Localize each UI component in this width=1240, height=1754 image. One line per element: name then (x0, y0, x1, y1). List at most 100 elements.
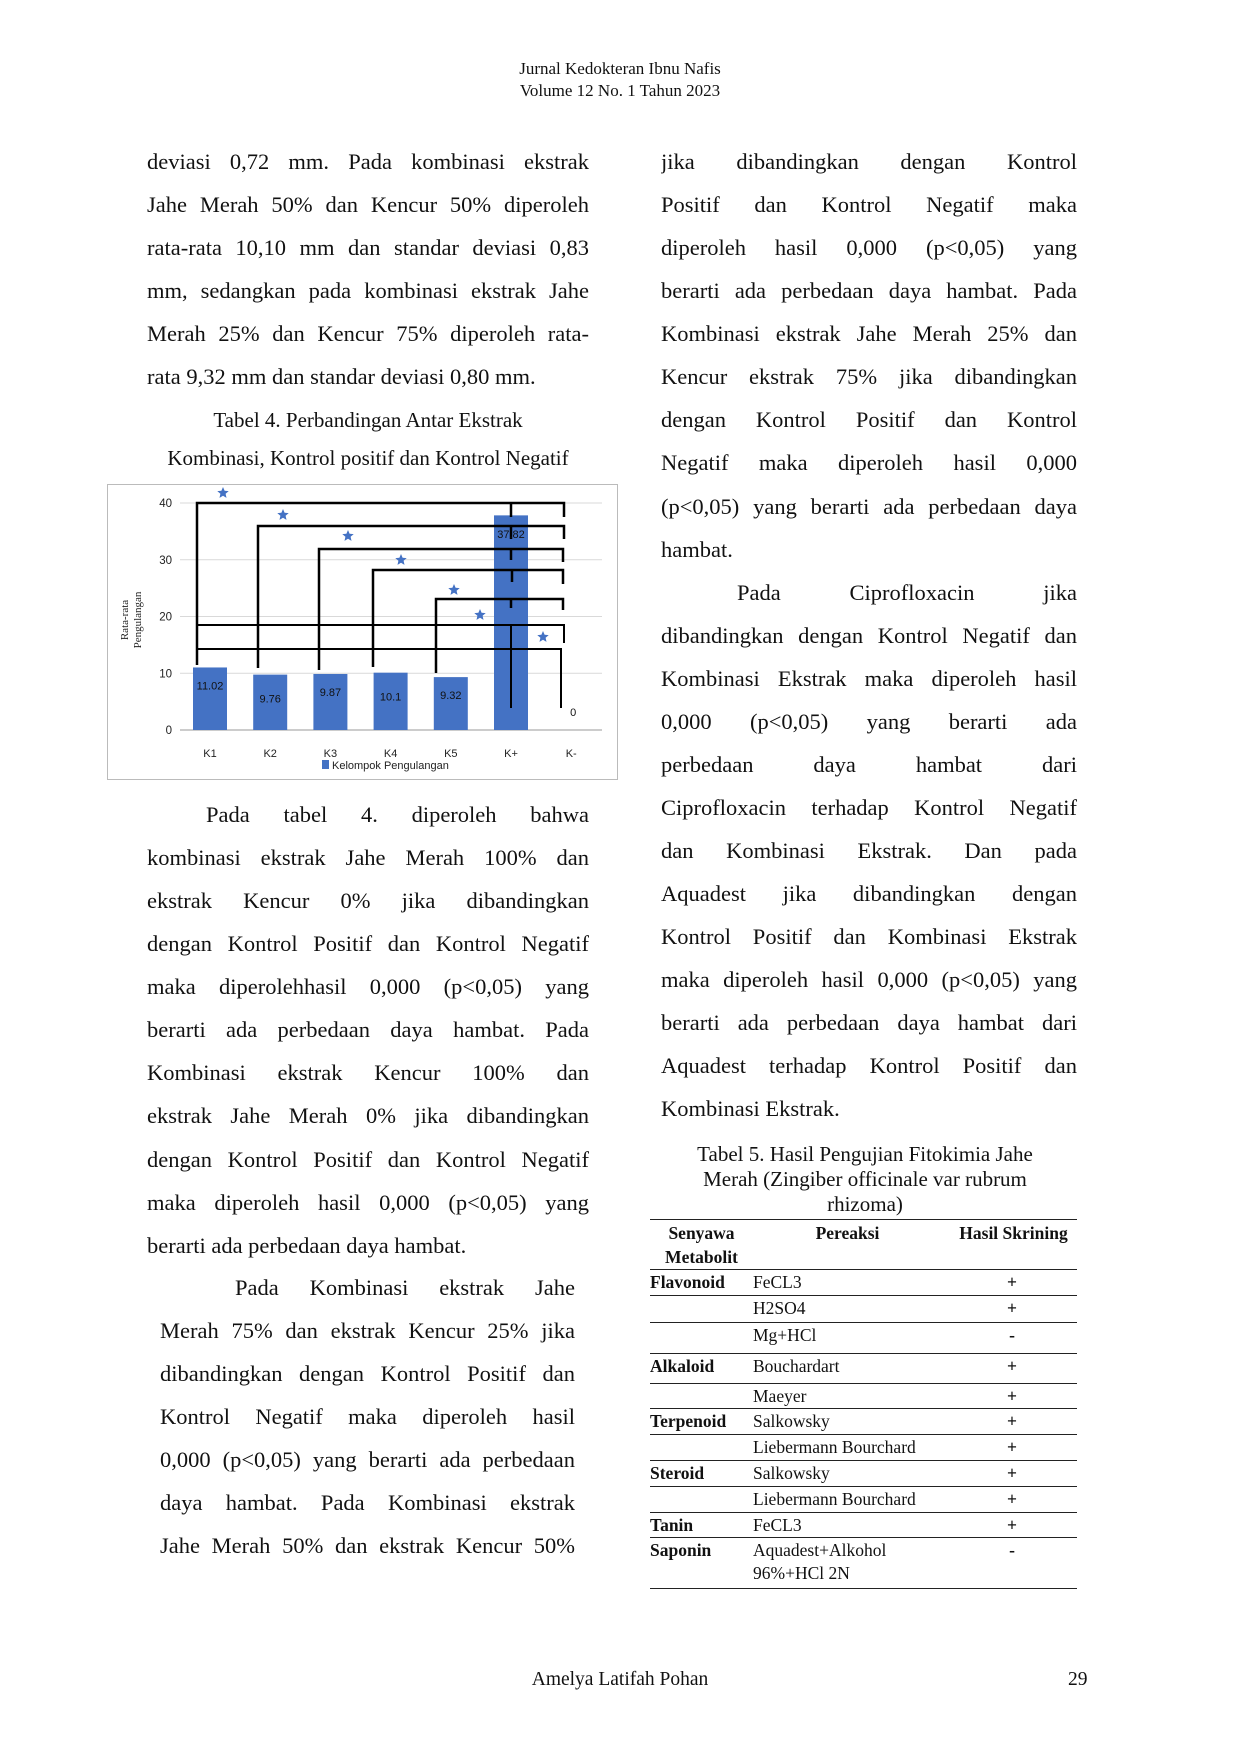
reagent-cell-line-2: 96%+HCl 2N (753, 1563, 850, 1583)
bar-K4 (373, 672, 408, 730)
text-line: dibandingkan dengan Kontrol Negatif dan (661, 622, 1077, 648)
result-cell: - (1009, 1540, 1015, 1560)
text-line: deviasi 0,72 mm. Pada kombinasi ekstrak (147, 149, 589, 174)
bar-K5 (433, 677, 468, 730)
header-reagent: Pereaksi (815, 1223, 880, 1243)
text-line: Pada tabel 4. diperoleh bahwa (206, 802, 589, 827)
result-cell: + (1007, 1515, 1017, 1535)
table4-caption-line-2: Kombinasi, Kontrol positif dan Kontrol N… (167, 446, 569, 470)
data-label: 37.82 (497, 529, 525, 541)
text-line: berarti ada perbedaan daya hambat. Pada (147, 1017, 589, 1043)
significance-brackets (195, 501, 566, 708)
table4-caption-line-1: Tabel 4. Perbandingan Antar Ekstrak (213, 408, 523, 432)
bracket-k3 (317, 547, 565, 670)
data-label: 11.02 (197, 680, 224, 692)
text-line: Aquadest jika dibandingkan dengan (661, 881, 1077, 907)
y-tick-label: 20 (159, 612, 172, 624)
result-cell: + (1007, 1411, 1017, 1431)
text-line: Aquadest terhadap Kontrol Positif dan (661, 1053, 1077, 1079)
reagent-cell: Mg+HCl (753, 1325, 817, 1345)
data-label: 9.76 (259, 694, 280, 706)
text-line: dibandingkan dengan Kontrol Positif dan (160, 1361, 575, 1387)
text-line: Merah 75% dan ekstrak Kencur 25% jika (160, 1318, 575, 1344)
page-number: 29 (1068, 1669, 1088, 1690)
text-line: maka diperoleh hasil 0,000 (p<0,05) yang (661, 967, 1077, 993)
table-row: Liebermann Bourchard+ (650, 1434, 1077, 1461)
reagent-cell: FeCL3 (753, 1515, 802, 1535)
text-line: diperoleh hasil 0,000 (p<0,05) yang (661, 235, 1077, 261)
footer-author: Amelya Latifah Pohan (531, 1669, 709, 1690)
reagent-cell: Salkowsky (753, 1463, 830, 1483)
x-tick-label: K2 (263, 748, 276, 760)
star-icon (342, 530, 354, 541)
reagent-cell: Salkowsky (753, 1411, 830, 1431)
reagent-cell: Maeyer (753, 1386, 807, 1406)
text-line: (p<0,05) yang berarti ada perbedaan daya (661, 493, 1077, 519)
reagent-cell: Liebermann Bourchard (753, 1489, 916, 1509)
text-line: dan Kombinasi Ekstrak. Dan pada (661, 838, 1077, 863)
result-cell: + (1007, 1386, 1017, 1406)
text-line: Kontrol Positif dan Kombinasi Ekstrak (661, 924, 1077, 950)
table5-caption-line-3: rhizoma) (827, 1192, 903, 1216)
y-tick-label: 10 (159, 668, 172, 680)
table5-caption: Tabel 5. Hasil Pengujian Fitokimia Jahe … (650, 1142, 1080, 1217)
x-tick-label: K- (566, 748, 577, 760)
text-line: Jahe Merah 50% dan ekstrak Kencur 50% (160, 1533, 575, 1559)
y-tick-label: 0 (166, 725, 172, 737)
table5-caption-line-1: Tabel 5. Hasil Pengujian Fitokimia Jahe (697, 1142, 1033, 1166)
text-line: Kombinasi ekstrak Jahe Merah 25% dan (661, 321, 1077, 347)
table-row: Maeyer + (650, 1383, 1077, 1409)
star-icon (217, 487, 229, 498)
y-axis-title: Pengulangan (132, 591, 144, 648)
text-line: jika dibandingkan dengan Kontrol (661, 149, 1077, 174)
star-icon (277, 509, 289, 520)
text-line: Negatif maka diperoleh hasil 0,000 (661, 450, 1077, 476)
text-line: hambat. (661, 536, 733, 562)
reagent-cell: FeCL3 (753, 1272, 802, 1292)
x-tick-label: K4 (384, 748, 397, 760)
data-label: 9.87 (320, 687, 341, 699)
bracket-k1 (195, 501, 566, 665)
journal-volume: Volume 12 No. 1 Tahun 2023 (519, 81, 721, 100)
journal-name: Jurnal Kedokteran Ibnu Nafis (519, 59, 721, 78)
star-icon (448, 584, 460, 595)
table-bottom-rule (650, 1588, 1077, 1589)
result-cell: + (1007, 1356, 1017, 1376)
x-tick-label: K+ (504, 748, 518, 760)
reagent-cell: Aquadest+Alkohol (753, 1540, 887, 1560)
text-line: 0,000 (p<0,05) yang berarti ada (661, 708, 1077, 734)
bracket-k1-kplus (197, 624, 565, 708)
table5-caption-line-2: Merah (Zingiber officinale var rubrum (703, 1167, 1027, 1191)
text-line: Kombinasi Ekstrak. (661, 1096, 840, 1122)
text-line: ekstrak Kencur 0% jika dibandingkan (147, 888, 589, 914)
chart-frame (107, 484, 618, 780)
legend-swatch (322, 760, 329, 769)
y-tick-label: 30 (159, 555, 172, 567)
text-line: 0,000 (p<0,05) yang berarti ada perbedaa… (160, 1447, 575, 1473)
table-row: H2SO4+ (650, 1295, 1077, 1323)
star-icon (474, 609, 486, 620)
text-line: Kombinasi ekstrak Kencur 100% dan (147, 1060, 589, 1086)
text-line: dengan Kontrol Positif dan Kontrol Negat… (147, 1146, 589, 1172)
bar-chart: 01020304011.02K19.76K29.87K310.1K49.32K5… (119, 487, 602, 772)
reagent-cell: Bouchardart (753, 1356, 840, 1376)
data-label: 0 (570, 707, 576, 719)
bar-K1 (193, 667, 227, 730)
result-cell: - (1009, 1325, 1015, 1345)
text-line: Kencur ekstrak 75% jika dibandingkan (661, 364, 1077, 390)
text-line: dengan Kontrol Positif dan Kontrol Negat… (147, 931, 589, 957)
bracket-k2 (256, 524, 566, 668)
text-line: Pada Kombinasi ekstrak Jahe (235, 1275, 575, 1300)
text-line: Kombinasi Ekstrak maka diperoleh hasil (661, 665, 1077, 691)
data-label: 10.1 (380, 692, 401, 704)
text-line: mm, sedangkan pada kombinasi ekstrak Jah… (147, 278, 589, 304)
compound-cell: Steroid (650, 1463, 705, 1483)
